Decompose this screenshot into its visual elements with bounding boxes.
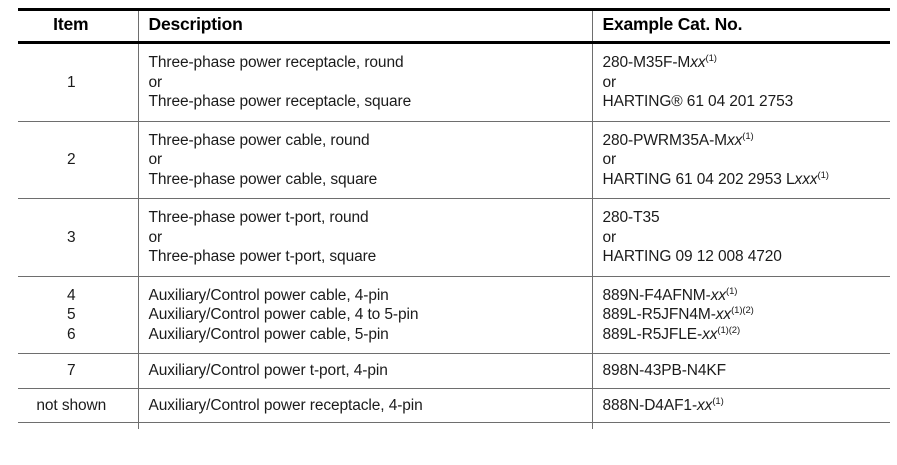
cell-item: 2 [18, 121, 138, 199]
catalog-line: 889N-F4AFNM-xx(1) [603, 286, 890, 306]
header-row: Item Description Example Cat. No. [18, 8, 890, 44]
catalog-base: or [602, 228, 617, 246]
footnote-marker: (1) [726, 285, 738, 297]
catalog-variable: xx [726, 131, 743, 149]
footnote-marker: (1)(2) [731, 305, 754, 317]
cell-item: 7 [18, 353, 138, 389]
catalog-line: or [603, 150, 890, 170]
cell-description: Three-phase power cable, round or Three-… [137, 121, 592, 199]
catalog-base: 280-PWRM35A-M [602, 131, 728, 149]
table-header: Item Description Example Cat. No. [18, 8, 890, 44]
cell-description: Auxiliary/Control power t-port, 4-pin [137, 353, 592, 389]
catalog-base: 889L-R5JFLE- [602, 325, 703, 343]
catalog-line: HARTING® 61 04 201 2753 [603, 92, 890, 112]
column-header-item: Item [18, 8, 138, 44]
footnote-marker: (1) [817, 169, 829, 181]
catalog-base: or [602, 151, 617, 168]
catalog-variable: xx [697, 396, 713, 414]
catalog-line: 889L-R5JFN4M-xx(1)(2) [603, 305, 890, 325]
catalog-variable: xx [702, 325, 718, 343]
cell-partial [18, 423, 138, 430]
column-header-description: Description [137, 8, 592, 44]
footnote-marker: (1) [712, 395, 724, 407]
catalog-line: 898N-43PB-N4KF [603, 361, 890, 381]
catalog-base: 888N-D4AF1- [602, 396, 698, 414]
catalog-variable: xx [715, 306, 732, 323]
cell-item: 1 [18, 42, 138, 122]
cell-description: Three-phase power t-port, round or Three… [137, 198, 592, 277]
cell-partial [137, 422, 592, 429]
footnote-marker: (1)(2) [717, 324, 741, 336]
catalog-base: or [602, 73, 617, 91]
catalog-line: or [603, 228, 890, 248]
table-row-partial [18, 422, 890, 430]
catalog-line: or [603, 73, 890, 93]
cell-catalog: 898N-43PB-N4KF [591, 353, 890, 389]
catalog-base: HARTING® 61 04 201 2753 [602, 93, 794, 110]
catalog-base: HARTING 09 12 008 4720 [602, 248, 782, 265]
cell-catalog: 889N-F4AFNM-xx(1)889L-R5JFN4M-xx(1)(2)88… [591, 276, 890, 354]
cell-description: Auxiliary/Control power receptacle, 4-pi… [137, 388, 592, 423]
catalog-base: 280-M35F-M [602, 54, 691, 71]
cell-item: not shown [18, 388, 138, 423]
column-header-catalog: Example Cat. No. [591, 8, 890, 44]
catalog-line: 280-PWRM35A-Mxx(1) [603, 131, 890, 151]
catalog-base: 889L-R5JFN4M- [602, 306, 716, 323]
footnote-marker: (1) [742, 130, 754, 142]
catalog-line: 280-M35F-Mxx(1) [603, 53, 890, 73]
catalog-variable: xxx [794, 170, 818, 188]
catalog-line: 889L-R5JFLE-xx(1)(2) [603, 325, 890, 345]
catalog-variable: xx [710, 286, 726, 304]
cell-catalog: 888N-D4AF1-xx(1) [591, 388, 890, 423]
catalog-variable: xx [690, 54, 706, 71]
footnote-marker: (1) [705, 53, 717, 65]
catalog-base: 280-T35 [602, 209, 660, 226]
cell-item: 3 [18, 198, 138, 277]
catalog-line: HARTING 09 12 008 4720 [603, 247, 890, 267]
cell-item: 4 5 6 [18, 276, 138, 354]
cell-description: Auxiliary/Control power cable, 4-pin Aux… [137, 276, 592, 354]
catalog-base: HARTING 61 04 202 2953 L [602, 170, 795, 188]
catalog-line: HARTING 61 04 202 2953 Lxxx(1) [603, 170, 890, 190]
catalog-line: 888N-D4AF1-xx(1) [603, 396, 890, 416]
catalog-line: 280-T35 [603, 208, 890, 228]
catalog-base: 889N-F4AFNM- [602, 286, 711, 304]
cell-partial [591, 422, 890, 429]
catalog-base: 898N-43PB-N4KF [602, 362, 727, 379]
cell-description: Three-phase power receptacle, round or T… [137, 42, 592, 122]
